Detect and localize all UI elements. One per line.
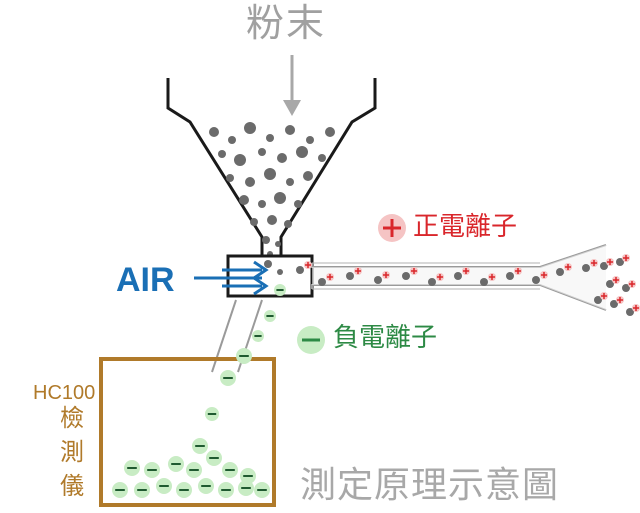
- charged-particle: [480, 278, 488, 286]
- charged-particle: [454, 272, 462, 280]
- charged-particle: [374, 276, 382, 284]
- charged-particle: [626, 308, 634, 316]
- powder-particle: [209, 127, 219, 137]
- powder-particle: [318, 154, 326, 162]
- powder-particle: [258, 148, 266, 156]
- negative-particles: [112, 284, 286, 498]
- powder-particle: [228, 136, 236, 144]
- powder-particle: [245, 177, 255, 187]
- air-arrow: [194, 260, 269, 296]
- negative-ion-label: 負電離子: [333, 323, 438, 353]
- powder-particle: [306, 136, 314, 144]
- negative-ion-symbol: [297, 326, 325, 354]
- powder-particle: [262, 236, 270, 244]
- powder-particle: [286, 178, 294, 186]
- charged-particle: [346, 272, 354, 280]
- powder-particle: [264, 168, 276, 180]
- charged-particle: [556, 268, 564, 276]
- charged-particle: [582, 264, 590, 272]
- charged-particle: [296, 266, 304, 274]
- device-model-label: HC100: [33, 382, 96, 404]
- air-label: AIR: [116, 261, 175, 299]
- tube-particles: [296, 254, 640, 316]
- device-char-1: 檢: [60, 404, 84, 432]
- diagram-title: 測定原理示意圖: [300, 465, 560, 506]
- charged-particle: [402, 272, 410, 280]
- charged-particle: [506, 272, 514, 280]
- charged-particle: [428, 278, 436, 286]
- hopper-particles: [209, 122, 335, 275]
- powder-particle: [226, 174, 234, 182]
- detector-box: [99, 357, 276, 507]
- powder-particle: [277, 269, 283, 275]
- positive-ion-symbol: [378, 214, 406, 242]
- powder-particle: [294, 200, 302, 208]
- positive-ion-label: 正電離子: [413, 212, 518, 242]
- powder-particle: [267, 215, 277, 225]
- powder-particle: [325, 127, 335, 137]
- device-char-3: 儀: [60, 472, 84, 500]
- powder-particle: [275, 241, 281, 247]
- charged-particle: [594, 296, 602, 304]
- powder-particle: [244, 122, 256, 134]
- charged-particle: [532, 276, 540, 284]
- charged-particle: [606, 280, 614, 288]
- charged-particle: [616, 258, 624, 266]
- powder-particle: [285, 125, 295, 135]
- powder-arrow: [283, 55, 301, 116]
- charged-particle: [622, 284, 630, 292]
- powder-particle: [274, 192, 286, 204]
- charged-particle: [600, 262, 608, 270]
- charged-particle: [318, 278, 326, 286]
- powder-label: 粉末: [246, 1, 327, 45]
- powder-particle: [258, 200, 266, 208]
- powder-particle: [218, 150, 226, 158]
- powder-particle: [303, 171, 313, 181]
- charged-particle: [610, 300, 618, 308]
- powder-particle: [277, 153, 287, 163]
- powder-particle: [296, 146, 308, 158]
- powder-particle: [264, 260, 272, 268]
- powder-particle: [284, 220, 292, 228]
- powder-particle: [239, 195, 249, 205]
- device-char-2: 測: [60, 438, 84, 466]
- powder-particle: [266, 134, 274, 142]
- powder-particle: [234, 154, 246, 166]
- hopper: [166, 78, 377, 256]
- powder-particle: [250, 218, 258, 226]
